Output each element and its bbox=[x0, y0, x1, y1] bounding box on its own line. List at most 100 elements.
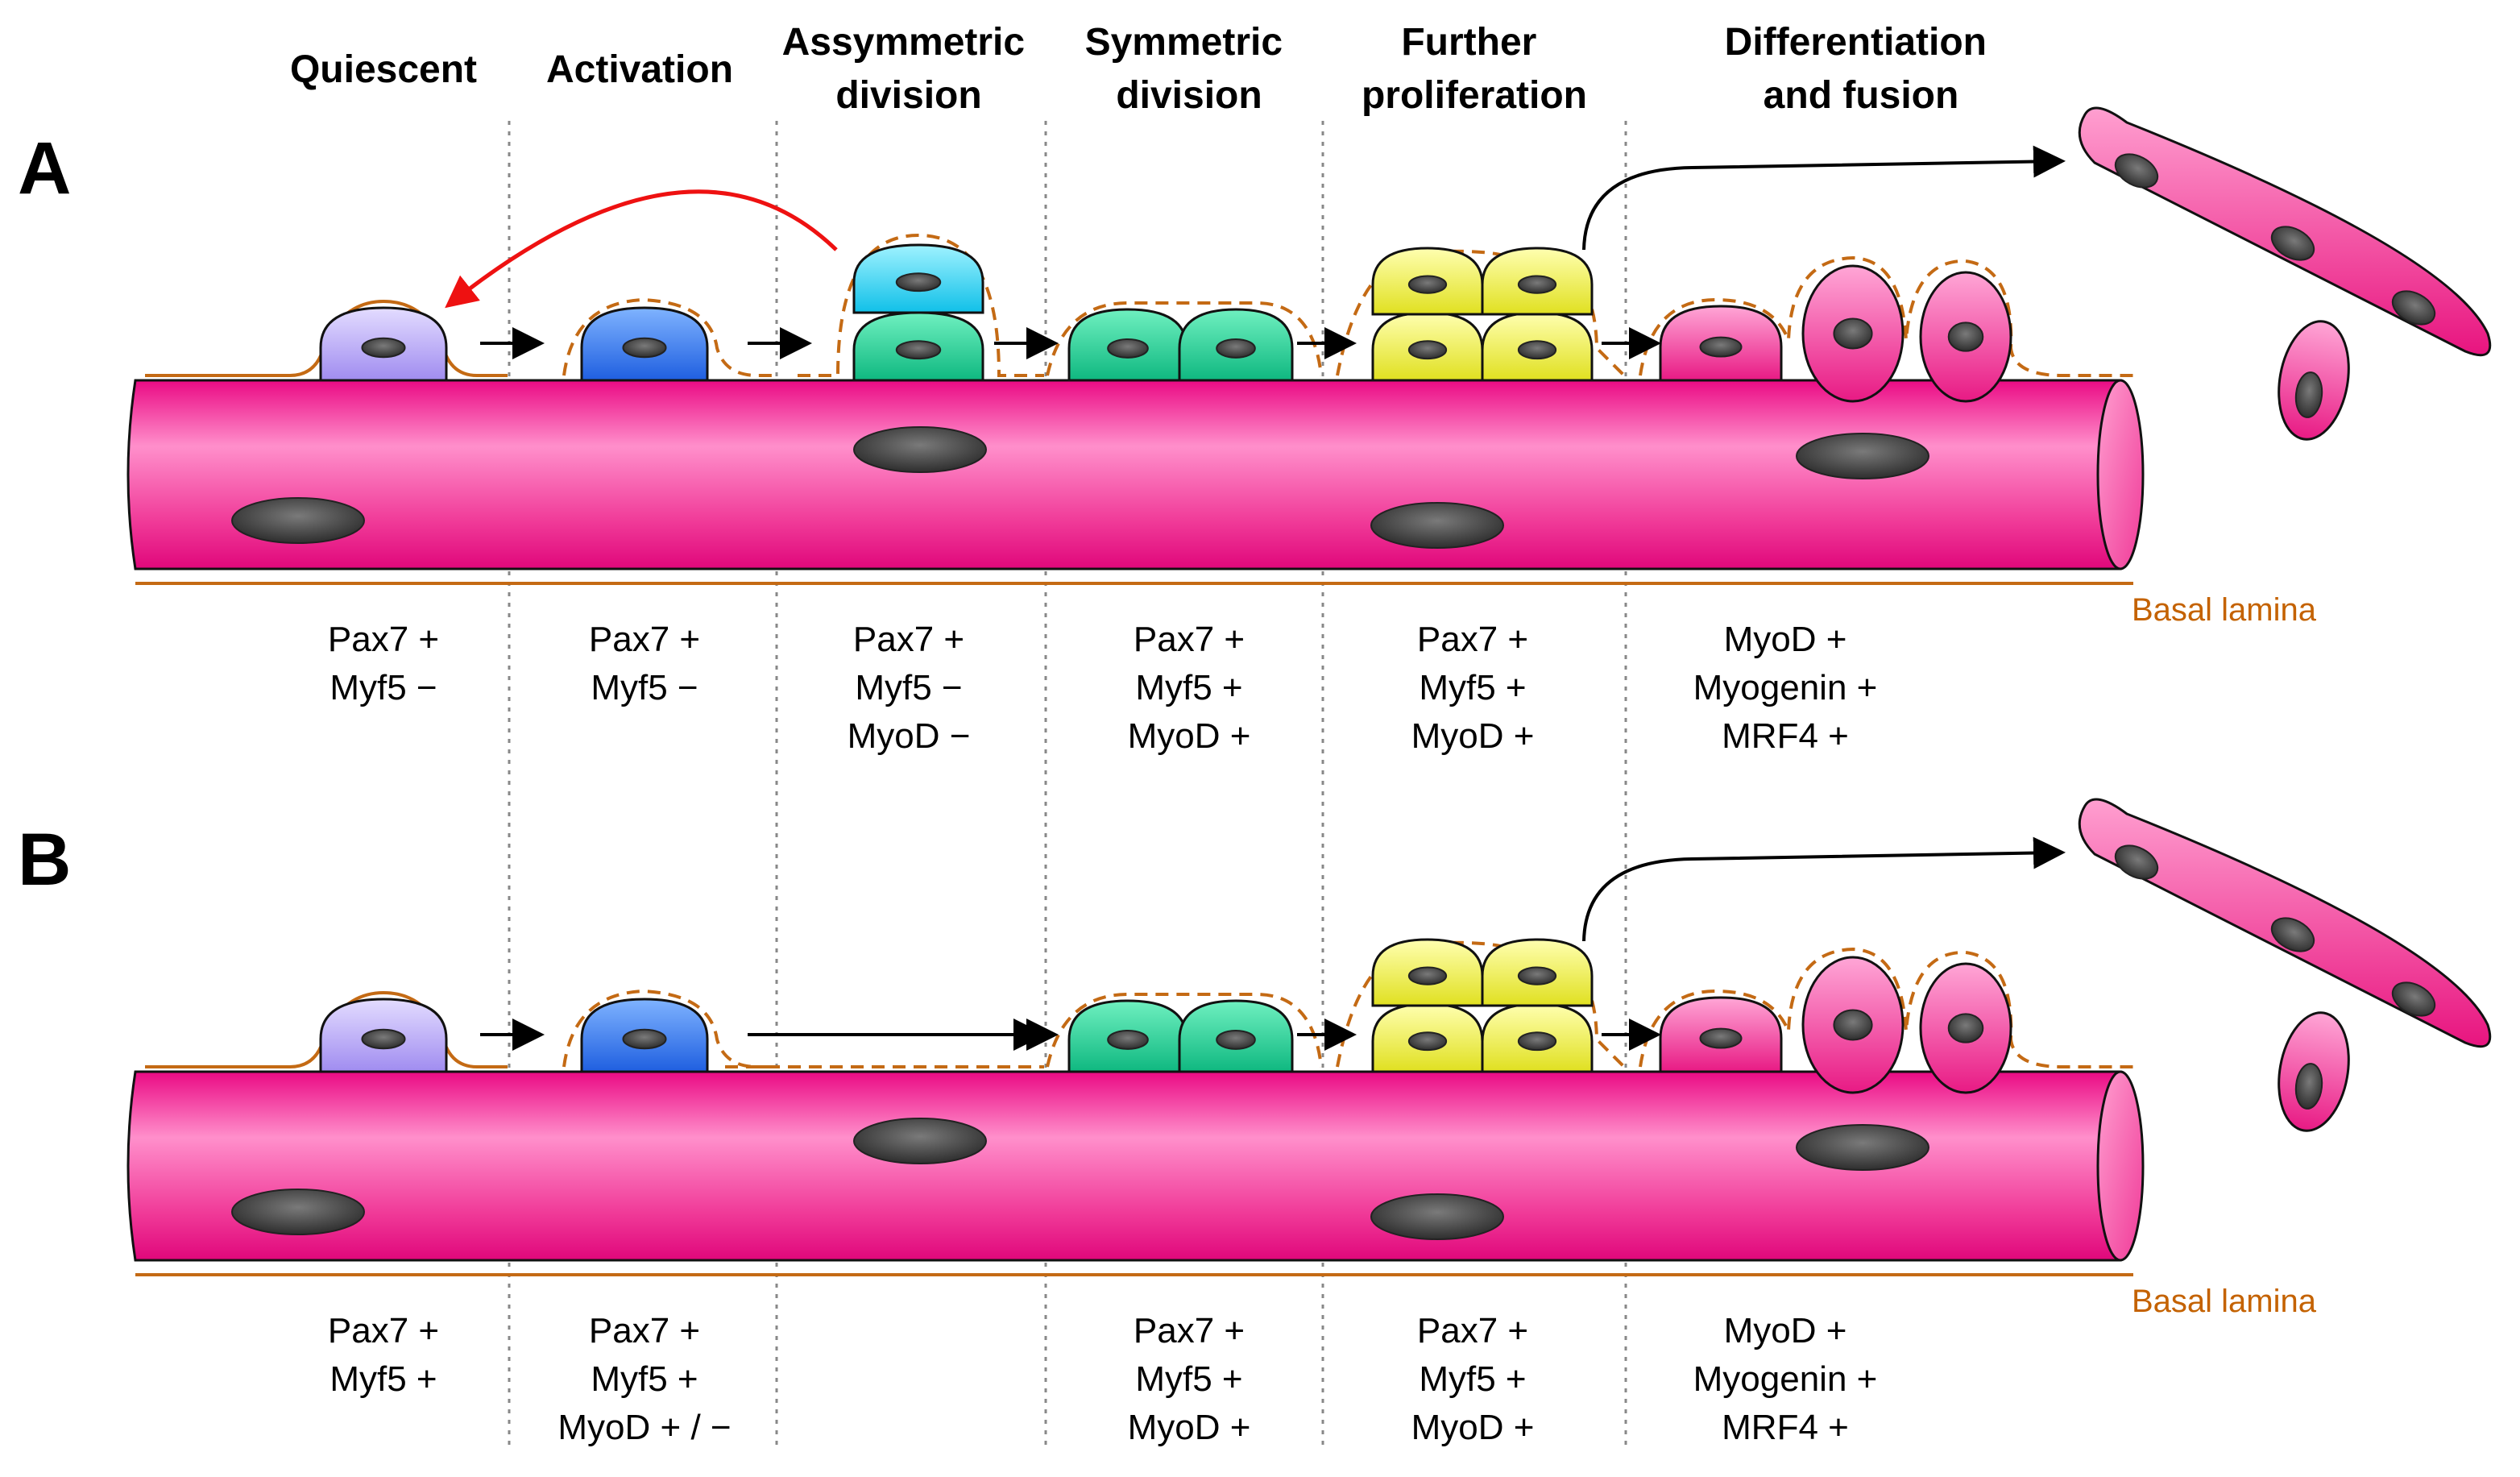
marker-line: Myf5 + bbox=[330, 1359, 437, 1399]
cell-nucleus bbox=[1407, 340, 1448, 360]
marker-line: Pax7 + bbox=[589, 1311, 700, 1350]
marker-line: Myf5 + bbox=[1419, 1359, 1526, 1399]
symmetric-daughter-cell bbox=[1178, 999, 1294, 1073]
muscle-fiber-end bbox=[2096, 1070, 2145, 1262]
myocyte bbox=[1919, 962, 2012, 1094]
cell-nucleus bbox=[1833, 1009, 1873, 1041]
cell-nucleus bbox=[622, 1028, 667, 1050]
panel-letter: A bbox=[18, 127, 71, 210]
self-renewing-daughter-cell bbox=[852, 243, 984, 314]
cell-nucleus bbox=[361, 337, 406, 359]
myotube-nucleus bbox=[2270, 917, 2315, 952]
marker-label: Pax7 + Myf5 − bbox=[589, 620, 700, 707]
marker-line: MRF4 + bbox=[1722, 1408, 1849, 1447]
symmetric-daughter-cell bbox=[1067, 308, 1188, 382]
marker-line: Pax7 + bbox=[328, 1311, 439, 1350]
cell-nucleus bbox=[1833, 317, 1873, 350]
proliferating-cell bbox=[1481, 311, 1594, 382]
self-renewal-arrow bbox=[445, 189, 838, 309]
myotube-nucleus bbox=[2270, 226, 2315, 261]
stage-title-quiescent: Quiescent bbox=[290, 48, 477, 91]
marker-line: Myogenin + bbox=[1693, 668, 1878, 707]
marker-line: Pax7 + bbox=[589, 620, 700, 659]
basal-lamina-dashed bbox=[1639, 255, 2135, 377]
marker-label: MyoD +Myogenin +MRF4 + bbox=[1693, 620, 1878, 756]
cell-nucleus bbox=[1407, 966, 1448, 985]
myocyte bbox=[1801, 956, 1905, 1094]
basal-lamina-dashed bbox=[1046, 993, 1323, 1068]
basal-lamina-intact bbox=[145, 299, 508, 377]
marker-line: MyoD + / − bbox=[557, 1408, 731, 1447]
myotube-nucleus bbox=[2391, 290, 2436, 326]
basal-lamina-dashed bbox=[1336, 249, 1626, 377]
basal-lamina-label: Basal lamina bbox=[2132, 592, 2317, 628]
basal-lamina-dashed bbox=[562, 297, 773, 377]
myotube-nucleus bbox=[2391, 981, 2436, 1017]
stage-title-symmetric-division: Symmetric division bbox=[1085, 21, 1294, 117]
basal-lamina-dashed bbox=[1046, 301, 1323, 376]
proliferating-cell bbox=[1481, 938, 1594, 1007]
cell-nucleus bbox=[622, 337, 667, 359]
marker-line: Myf5 + bbox=[1135, 668, 1242, 707]
myotube-nucleus bbox=[2114, 844, 2159, 880]
symmetric-daughter-cell bbox=[1067, 999, 1188, 1073]
marker-label: Pax7 +Myf5 +MyoD + bbox=[1411, 1311, 1535, 1447]
cell-nucleus bbox=[895, 272, 942, 292]
muscle-fiber bbox=[126, 379, 2122, 570]
cell-nucleus bbox=[1517, 340, 1557, 360]
marker-line: MyoD + bbox=[1411, 1408, 1535, 1447]
myotube bbox=[2078, 798, 2492, 1132]
myotube-nucleus bbox=[2294, 371, 2323, 418]
marker-line: Myogenin + bbox=[1693, 1359, 1878, 1399]
muscle-fiber bbox=[126, 1070, 2122, 1262]
marker-label: Pax7 +Myf5 −MyoD − bbox=[848, 620, 971, 756]
myonucleus bbox=[853, 1118, 987, 1164]
cell-nucleus bbox=[1216, 338, 1256, 359]
cell-nucleus bbox=[361, 1028, 406, 1050]
cell-nucleus bbox=[1517, 966, 1557, 985]
cell-nucleus bbox=[1517, 275, 1557, 294]
basal-lamina-intact bbox=[145, 990, 508, 1068]
myonucleus bbox=[1370, 1193, 1504, 1240]
marker-line: MyoD + bbox=[1411, 716, 1535, 756]
myocyte bbox=[1919, 271, 2012, 403]
myocyte bbox=[1659, 305, 1783, 382]
muscle-fiber-end bbox=[2096, 379, 2145, 570]
myocyte bbox=[1801, 264, 1905, 403]
cell-nucleus bbox=[1699, 1027, 1743, 1049]
marker-label: Pax7 +Myf5 − bbox=[328, 620, 439, 707]
proliferating-cell bbox=[1481, 247, 1594, 316]
cell-nucleus bbox=[1699, 336, 1743, 358]
stage-title-further-proliferation: Further proliferation bbox=[1362, 21, 1587, 117]
marker-line: Pax7 + bbox=[1134, 1311, 1245, 1350]
stage-title-asymmetric-division: Assymmetric division bbox=[782, 21, 1036, 117]
marker-line: Myf5 + bbox=[1419, 668, 1526, 707]
myonucleus bbox=[1370, 502, 1504, 549]
marker-line: Pax7 + bbox=[1134, 620, 1245, 659]
committed-daughter-cell bbox=[852, 311, 984, 382]
quiescent-satellite-cell bbox=[319, 306, 448, 382]
cell-nucleus bbox=[1107, 1029, 1149, 1050]
panel-letter: B bbox=[18, 819, 71, 901]
marker-line: Myf5 − bbox=[330, 668, 437, 707]
stage-titles: Quiescent Activation Assymmetric divisio… bbox=[290, 21, 1998, 117]
marker-line: Myf5 + bbox=[1135, 1359, 1242, 1399]
myonucleus bbox=[1796, 1124, 1929, 1171]
marker-line: Myf5 − bbox=[591, 668, 698, 707]
cell-nucleus bbox=[1216, 1029, 1256, 1050]
cell-nucleus bbox=[1517, 1031, 1557, 1052]
activated-satellite-cell bbox=[580, 998, 709, 1073]
basal-lamina-dashed bbox=[562, 989, 773, 1068]
myonucleus bbox=[231, 497, 365, 544]
cell-nucleus bbox=[1947, 1013, 1984, 1043]
marker-line: MyoD + bbox=[1724, 620, 1847, 659]
proliferating-cell bbox=[1371, 247, 1484, 316]
fusion-arrow bbox=[1582, 145, 2066, 251]
myocyte bbox=[1659, 996, 1783, 1073]
myotube bbox=[2078, 106, 2492, 441]
myonucleus bbox=[1796, 433, 1929, 479]
stage-title-differentiation-and-fusion: Differentiation and fusion bbox=[1725, 21, 1998, 117]
activated-satellite-cell bbox=[580, 306, 709, 382]
marker-line: Myf5 − bbox=[855, 668, 962, 707]
